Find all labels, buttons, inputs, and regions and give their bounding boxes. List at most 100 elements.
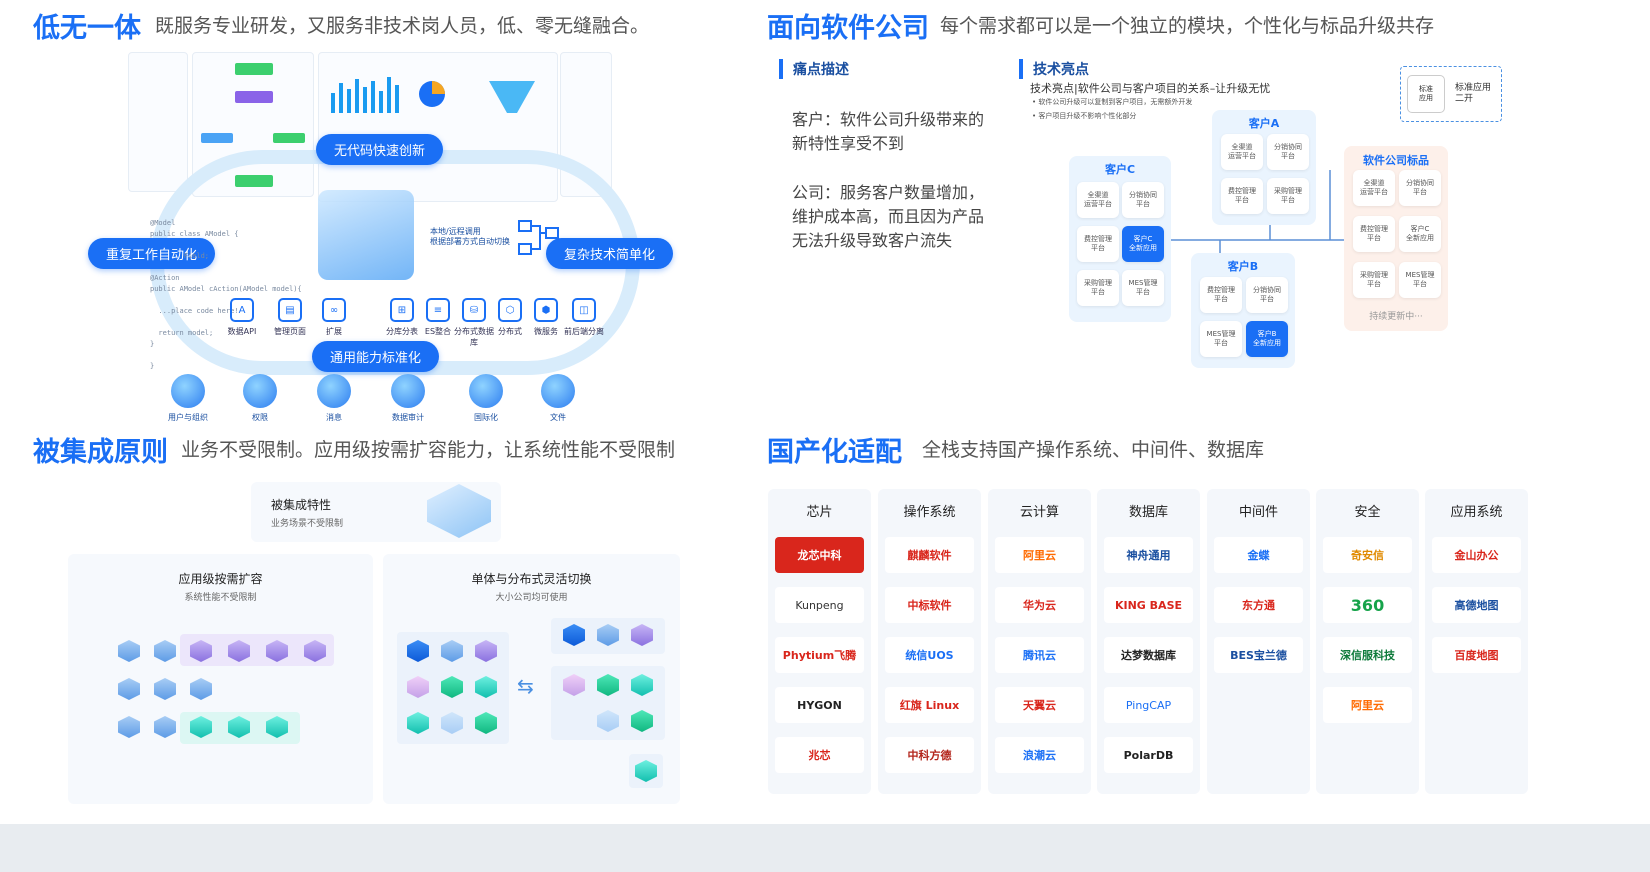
app-card: 全渠道 运营平台	[1353, 170, 1395, 206]
microservice-icon: ⬢	[534, 298, 558, 322]
scale-panel: 应用级按需扩容 系统性能不受限制	[68, 554, 373, 804]
vendor-column-middleware: 中间件 金蝶 东方通 BES宝兰德	[1207, 489, 1310, 794]
tech-bullet: • 客户项目升级不影响个性化部分	[1032, 112, 1137, 120]
tech-line: 技术亮点|软件公司与客户项目的关系–让升级无忧	[1030, 82, 1271, 95]
cube	[118, 678, 140, 700]
page-icon: ▤	[278, 298, 302, 322]
cube	[190, 678, 212, 700]
customer-a-card: 客户A 全渠道 运营平台 分销协同 平台 费控管理 平台 采购管理 平台	[1212, 110, 1316, 225]
cube	[597, 624, 619, 646]
vendor-column-chip: 芯片 龙芯中科 Kunpeng Phytium飞腾 HYGON 兆芯	[768, 489, 871, 794]
code-snippet: @Model public class AModel { Field; @Act…	[150, 219, 302, 370]
vendor-logo: 浪潮云	[995, 737, 1084, 773]
section-subtitle-software: 每个需求都可以是一个独立的模块，个性化与标品升级共存	[940, 15, 1435, 37]
globe-icon	[469, 374, 503, 408]
cube	[475, 676, 497, 698]
app-card: 费控管理 平台	[1353, 216, 1395, 252]
switch-arrows-icon: ⇆	[517, 674, 534, 698]
app-card: 费控管理 平台	[1200, 277, 1242, 313]
app-card: 分销协同 平台	[1399, 170, 1441, 206]
pain-text-company: 公司：服务客户数量增加，维护成本高，而且因为产品无法升级导致客户流失	[792, 183, 985, 250]
vendor-logo: 腾讯云	[995, 637, 1084, 673]
vendor-logo: 神舟通用	[1104, 537, 1193, 573]
capability-item: ≡ES整合	[418, 298, 458, 348]
cube	[266, 640, 288, 662]
legend-text: 标准应用 二开	[1455, 83, 1492, 104]
pie-chart-icon	[419, 81, 445, 107]
shard-icon: ⊞	[390, 298, 414, 322]
cube	[563, 624, 585, 646]
cube	[441, 640, 463, 662]
user-org-icon	[171, 374, 205, 408]
dashboard-mock	[318, 52, 558, 202]
app-card: 全渠道 运营平台	[1221, 134, 1263, 170]
vendor-logo: 360	[1323, 587, 1412, 623]
app-card: 采购管理 平台	[1267, 178, 1309, 214]
app-card: 全渠道 运营平台	[1077, 182, 1119, 218]
customer-b-card: 客户B 费控管理 平台 分销协同 平台 MES管理 平台 客户B 全新应用	[1191, 253, 1295, 368]
standard-product-card: 软件公司标品 全渠道 运营平台 分销协同 平台 费控管理 平台 客户C 全新应用…	[1344, 146, 1448, 331]
vendor-logo: 麒麟软件	[885, 537, 974, 573]
vendor-logo: 兆芯	[775, 737, 864, 773]
vendor-logo: PingCAP	[1104, 687, 1193, 723]
vendor-logo: 金山办公	[1432, 537, 1521, 573]
vendor-logo: 金蝶	[1214, 537, 1303, 573]
app-card: 分销协同 平台	[1246, 277, 1288, 313]
monitor-icon	[318, 190, 414, 280]
cube	[304, 640, 326, 662]
cube	[631, 624, 653, 646]
api-icon: A	[230, 298, 254, 322]
legend: 标准 应用 标准应用 二开	[1400, 66, 1502, 122]
section-title-integration: 被集成原则	[33, 437, 168, 468]
capability-item: ▤管理页面	[270, 298, 310, 348]
vendor-logo: 天翼云	[995, 687, 1084, 723]
cube	[118, 640, 140, 662]
vendor-logo: 阿里云	[995, 537, 1084, 573]
vendor-logo: 深信服科技	[1323, 637, 1412, 673]
vendor-logo: 华为云	[995, 587, 1084, 623]
app-card: 费控管理 平台	[1221, 178, 1263, 214]
cube	[635, 760, 657, 782]
cube	[154, 640, 176, 662]
cube-stack-icon	[427, 484, 491, 538]
app-card: 分销协同 平台	[1267, 134, 1309, 170]
audit-icon	[391, 374, 425, 408]
pill-complex: 复杂技术简单化	[546, 238, 674, 269]
vendor-logo: 阿里云	[1323, 687, 1412, 723]
distributed-icon: ⬡	[498, 298, 522, 322]
vendor-column-apps: 应用系统 金山办公 高德地图 百度地图	[1425, 489, 1528, 794]
cube	[441, 712, 463, 734]
pill-repeat: 重复工作自动化	[88, 238, 216, 269]
vendor-logo: 中标软件	[885, 587, 974, 623]
section-subtitle-localization: 全栈支持国产操作系统、中间件、数据库	[922, 439, 1265, 461]
cube	[407, 712, 429, 734]
capability-item: ∞扩展	[314, 298, 354, 348]
funnel-chart-icon	[489, 81, 535, 113]
vendor-column-os: 操作系统 麒麟软件 中标软件 统信UOS 红旗 Linux 中科方德	[878, 489, 981, 794]
capability-item: ◫前后端分离	[564, 298, 604, 348]
capability-item: ⊞分库分表	[382, 298, 422, 348]
app-card: MES管理 平台	[1399, 262, 1441, 298]
cube	[441, 676, 463, 698]
message-icon	[317, 374, 351, 408]
bottom-bar	[0, 824, 1650, 872]
sidebar-mock	[128, 52, 188, 192]
vendor-logo: Phytium飞腾	[775, 637, 864, 673]
app-card: 客户B 全新应用	[1246, 321, 1288, 357]
vendor-logo: KING BASE	[1104, 587, 1193, 623]
vendor-logo: 高德地图	[1432, 587, 1521, 623]
section-subtitle-lowcode: 既服务专业研发，又服务非技术岗人员，低、零无缝融合。	[155, 15, 650, 37]
app-card: 客户C 全新应用	[1122, 226, 1164, 262]
cube	[407, 640, 429, 662]
app-card: 采购管理 平台	[1077, 270, 1119, 306]
customer-c-card: 客户C 全渠道 运营平台 分销协同 平台 费控管理 平台 客户C 全新应用 采购…	[1069, 156, 1171, 322]
pain-text-customer: 客户：软件公司升级带来的新特性享受不到	[792, 110, 985, 153]
vendor-logo: 奇安信	[1323, 537, 1412, 573]
module-item: 文件	[536, 374, 580, 423]
cube	[631, 710, 653, 732]
app-card: 客户C 全新应用	[1399, 216, 1441, 252]
vendor-logo: 中科方德	[885, 737, 974, 773]
es-icon: ≡	[426, 298, 450, 322]
